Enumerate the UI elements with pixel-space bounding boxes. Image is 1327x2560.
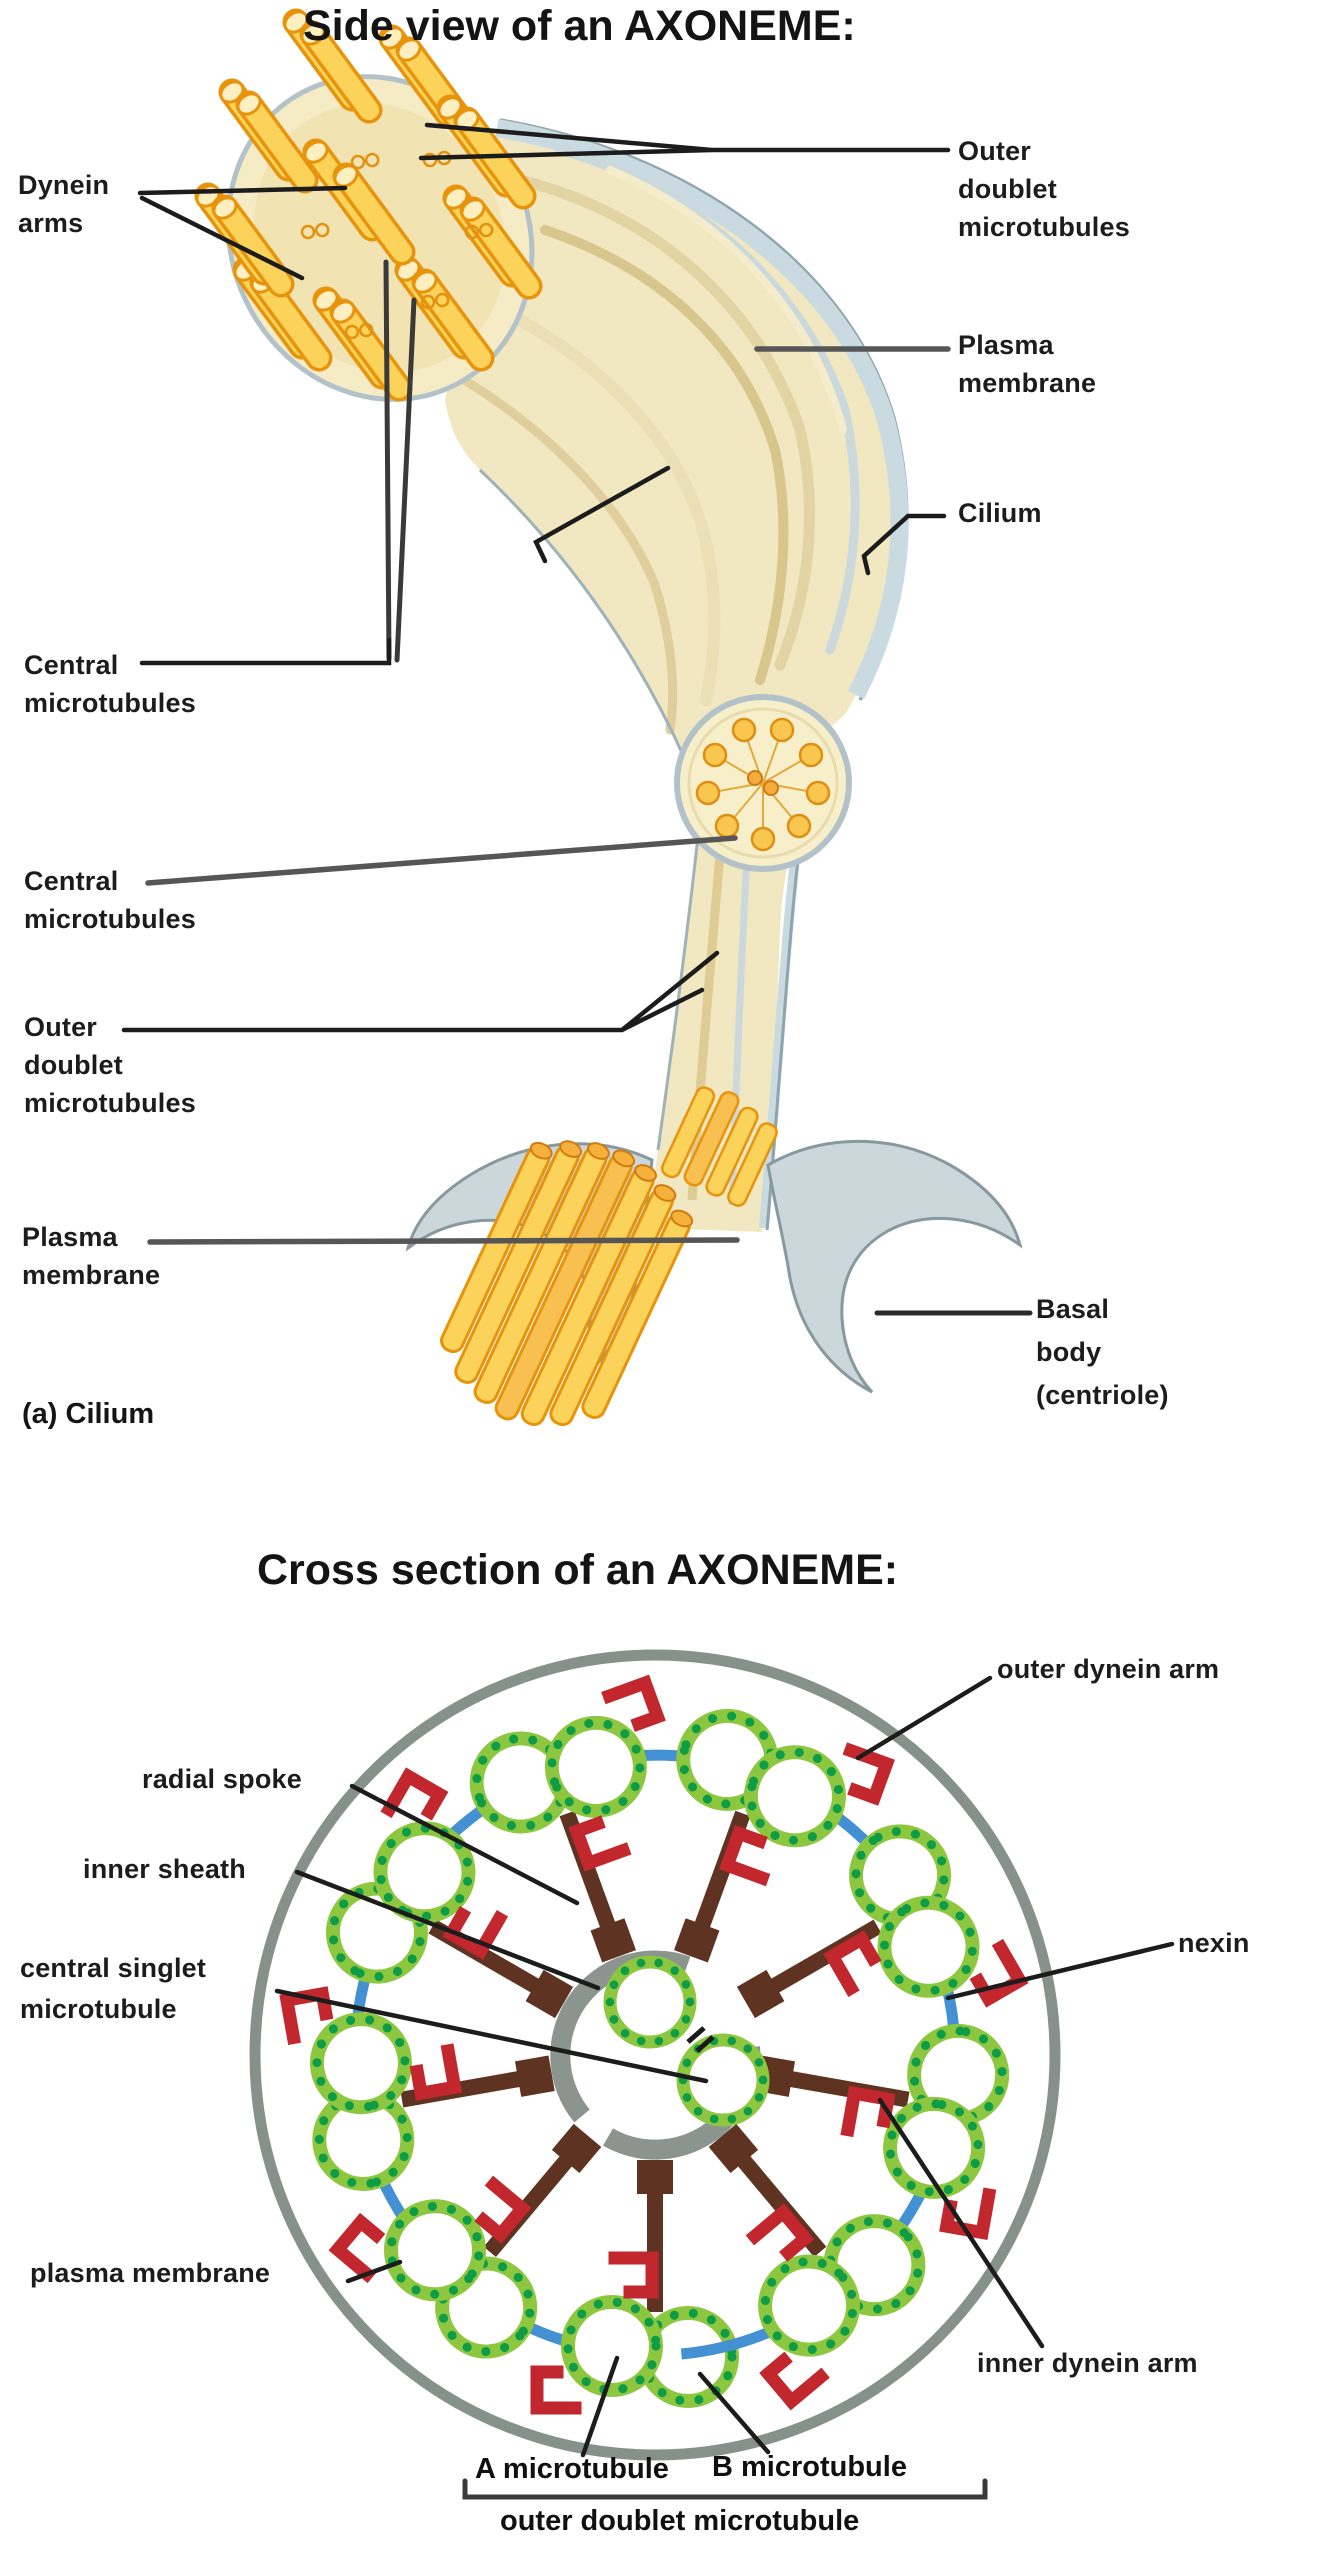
label-central-singlet-microtubule: central singlet microtubule: [20, 1953, 207, 2024]
cilium-shaft-streaks: [425, 145, 860, 735]
dynein-arms-leader-1: [137, 185, 348, 196]
label-inner-dynein-arm: inner dynein arm: [977, 2348, 1198, 2378]
break-cross-section-disc: [674, 694, 852, 872]
label-central-microtubules-upper: Central microtubules: [24, 650, 196, 718]
inner-sheath-leader: [294, 1869, 601, 1991]
label-radial-spoke: radial spoke: [142, 1764, 302, 1794]
transition-tubes: [661, 1086, 778, 1207]
disc-central-pair: [747, 770, 779, 796]
inner-dynein-arm-leader: [877, 2097, 1045, 2349]
cross-section-leader-lines: [274, 1675, 1175, 2500]
label-outer-doublet-microtubule: outer doublet microtubule: [500, 2505, 860, 2537]
disc-doublet-ring: [695, 717, 831, 852]
label-outer-doublet-microtubules: Outer doublet microtubules: [958, 136, 1130, 242]
central-singlet-leader: [274, 1988, 709, 2084]
cross-section-illustration: [249, 1649, 1175, 2500]
central-microtubules-leader-lower: [145, 835, 738, 886]
b-microtubule-leader: [697, 2371, 771, 2455]
cilium-shaft: [425, 118, 909, 763]
label-plasma-membrane-lower: Plasma membrane: [22, 1222, 161, 1290]
central-pair-bridge: [686, 2026, 715, 2053]
nexin-leader: [945, 1941, 1175, 2001]
label-a-microtubule: A microtubule: [475, 2453, 669, 2485]
a-microtubule-leader: [580, 2355, 620, 2458]
plasma-membrane-leader: [345, 2259, 403, 2284]
cross-section-title: Cross section of an AXONEME:: [257, 1546, 899, 1594]
side-view-leader-lines: [121, 122, 1033, 1316]
cilium-span-mark: [533, 465, 671, 564]
radial-spoke-leader: [349, 1783, 580, 1906]
outer-doublet-bracket: [462, 2478, 988, 2500]
side-view-illustration: [121, 8, 1033, 1427]
label-inner-sheath: inner sheath: [83, 1854, 246, 1884]
central-microtubules-leader-upper: [139, 637, 392, 666]
label-nexin: nexin: [1178, 1928, 1250, 1958]
label-outer-dynein-arm: outer dynein arm: [997, 1654, 1220, 1684]
label-plasma-membrane-cross: plasma membrane: [30, 2258, 271, 2288]
label-outer-doublet-microtubules-lower: Outer doublet microtubules: [24, 1012, 196, 1118]
basal-body-bundle: [440, 1140, 694, 1427]
label-dynein-arms: Dynein arms: [18, 170, 110, 238]
cilium-leader: [861, 513, 947, 576]
outer-dynein-arm-leader: [855, 1675, 993, 1761]
outer-doublet-leaders-left: [121, 950, 720, 1033]
dynein-arms-leader-2: [139, 195, 305, 281]
side-view-title: Side view of an AXONEME:: [303, 2, 856, 50]
plasma-membrane-leader-left: [147, 1237, 740, 1245]
central-microtubule-lines: [383, 259, 417, 663]
figure-caption: (a) Cilium: [22, 1398, 155, 1430]
label-central-microtubules-lower: Central microtubules: [24, 866, 196, 934]
plasma-membrane-band: [495, 119, 909, 700]
label-b-microtubule: B microtubule: [712, 2451, 907, 2483]
label-cilium: Cilium: [958, 498, 1042, 528]
label-basal-body: Basal body (centriole): [1036, 1294, 1169, 1410]
label-plasma-membrane: Plasma membrane: [958, 330, 1097, 398]
central-singlet-microtubules: [603, 1955, 770, 2127]
